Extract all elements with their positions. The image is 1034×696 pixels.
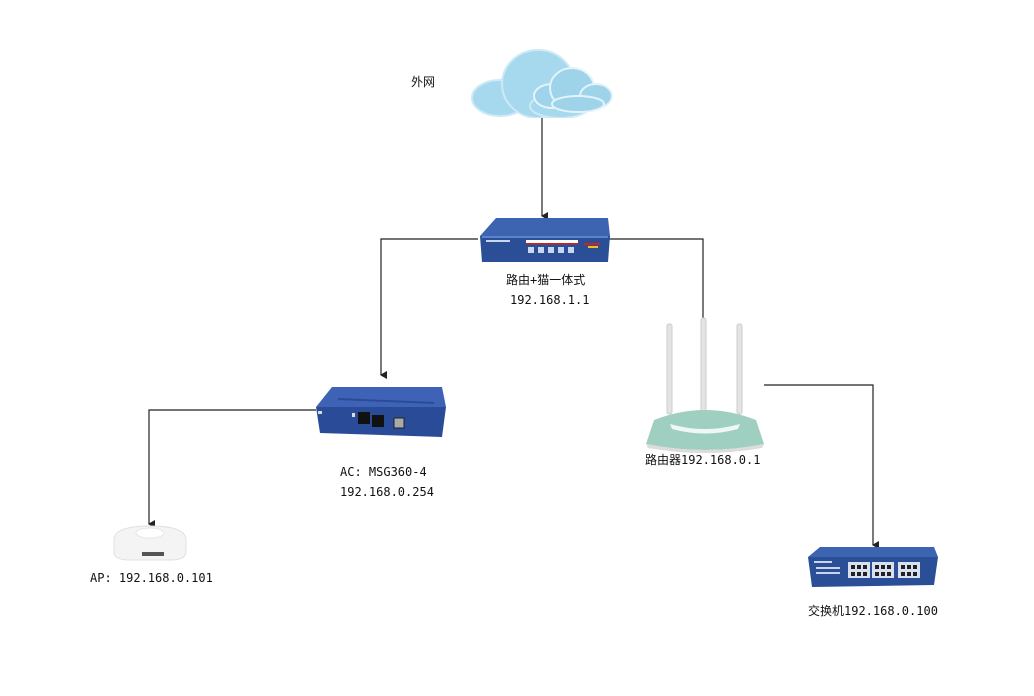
ac-ip-label: 192.168.0.254 (340, 485, 434, 499)
ac-controller-icon[interactable] (314, 385, 448, 440)
ap-label: AP: 192.168.0.101 (90, 571, 213, 585)
edge-modem-router-to-ac (380, 238, 478, 379)
modem-router-name-label: 路由+猫一体式 (506, 273, 586, 287)
access-point-icon[interactable] (110, 522, 190, 564)
cloud-icon (471, 49, 613, 118)
wireless-router-label: 路由器192.168.0.1 (645, 453, 761, 467)
modem-router-icon[interactable] (476, 216, 612, 266)
switch-icon[interactable] (806, 545, 940, 590)
internet-label: 外网 (411, 75, 436, 89)
modem-router-ip-label: 192.168.1.1 (510, 293, 590, 307)
edge-modem-router-to-wifi-router (608, 238, 704, 322)
switch-label: 交换机192.168.0.100 (808, 604, 938, 618)
ac-name-label: AC: MSG360-4 (340, 465, 427, 479)
wireless-router-icon[interactable] (640, 316, 770, 456)
edge-ac-to-ap (148, 409, 316, 528)
edge-wifi-router-to-switch (764, 384, 879, 549)
